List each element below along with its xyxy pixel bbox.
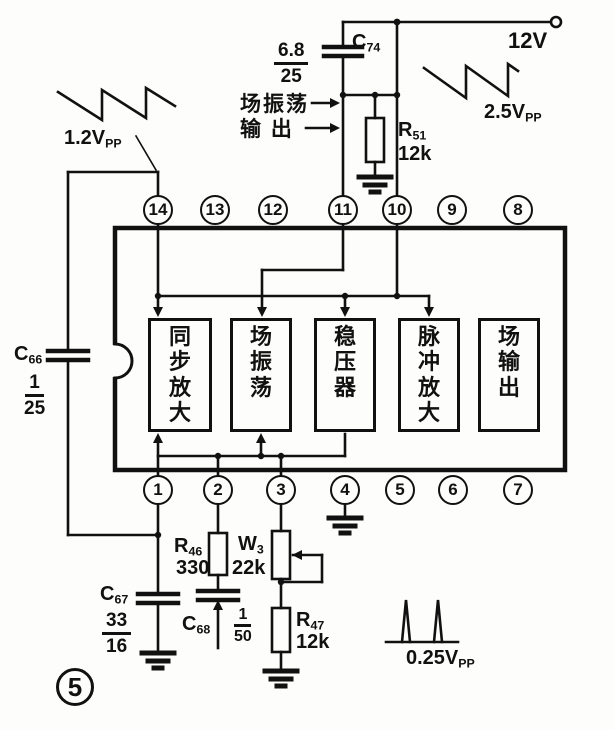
block-sync-amplifier-label: 同步放大 (168, 324, 191, 425)
pin-3-number: 3 (276, 480, 286, 499)
pin-14-number: 14 (148, 200, 168, 219)
potentiometer-w3 (270, 529, 292, 581)
ic-notch (113, 342, 134, 380)
pin-5: 5 (385, 475, 415, 505)
pin-5-number: 5 (395, 480, 405, 499)
ground-pin4 (326, 515, 364, 536)
pin-9-number: 9 (447, 200, 457, 219)
field-osc-output-label-line1: 场振荡 (240, 93, 309, 116)
ground-r51 (356, 174, 394, 195)
pin-7-number: 7 (513, 480, 523, 499)
pin-10-number: 10 (387, 200, 407, 219)
r47-value: 12k (296, 631, 330, 653)
pin-7: 7 (503, 475, 533, 505)
pin-3: 3 (266, 475, 296, 505)
pin-8-number: 8 (513, 200, 523, 219)
waveform-leader-line (134, 134, 158, 172)
capacitor-c66 (45, 348, 91, 363)
figure-number-text: 5 (67, 671, 83, 702)
pin-12-number: 12 (263, 200, 283, 219)
block-field-oscillator-label: 场振荡 (249, 324, 272, 400)
ground-r47 (262, 668, 300, 689)
waveform-bottom-label: 0.25VPP (406, 647, 475, 671)
block-pulse-amplifier: 脉冲放大 (398, 318, 460, 432)
pin-6: 6 (438, 475, 468, 505)
junction-dots (154, 18, 401, 586)
pin-11-number: 11 (334, 200, 352, 219)
pin-8: 8 (503, 195, 533, 225)
resistor-r46 (207, 531, 229, 577)
field-osc-output-label-line2: 输 出 (240, 118, 294, 141)
w3-value: 22k (232, 557, 266, 579)
supply-voltage-label: 12V (508, 28, 548, 53)
r47-label: R47 (296, 609, 325, 633)
block-field-output: 场输出 (478, 318, 540, 432)
r46-label: R46 (174, 535, 203, 559)
signal-arrows (153, 98, 434, 610)
supply-terminal (549, 15, 563, 29)
capacitor-c68 (195, 588, 241, 603)
pin-4-number: 4 (340, 480, 350, 499)
block-voltage-regulator: 稳压器 (314, 318, 376, 432)
pulse-waveform (384, 599, 460, 644)
w3-label: W3 (238, 533, 264, 557)
block-voltage-regulator-label: 稳压器 (333, 324, 356, 400)
block-pulse-amplifier-label: 脉冲放大 (417, 324, 440, 425)
sawtooth-waveform-right (422, 61, 520, 101)
ground-c67 (139, 650, 177, 671)
waveform-right-label: 2.5VPP (484, 101, 542, 125)
pin-12: 12 (258, 195, 288, 225)
r51-label: R51 (398, 119, 427, 143)
figure-number: 5 (56, 668, 94, 706)
pin-11: 11 (328, 195, 358, 225)
r46-value: 330 (176, 557, 210, 579)
resistor-r47 (270, 606, 292, 654)
pin-9: 9 (437, 195, 467, 225)
waveform-left-label: 1.2VPP (64, 127, 122, 151)
resistor-r51 (364, 116, 386, 164)
pin-1-number: 1 (153, 480, 163, 499)
pin-14: 14 (143, 195, 173, 225)
pin-1: 1 (143, 475, 173, 505)
c68-label: C68 (182, 613, 211, 637)
pin-13: 13 (200, 195, 230, 225)
c66-label: C66 (14, 343, 43, 367)
pin-2: 2 (203, 475, 233, 505)
pin-10: 10 (382, 195, 412, 225)
pin-6-number: 6 (448, 480, 458, 499)
c74-label: C74 (352, 31, 381, 55)
pin-13-number: 13 (205, 200, 225, 219)
block-field-oscillator: 场振荡 (230, 318, 292, 432)
pin-4: 4 (330, 475, 360, 505)
r51-value: 12k (398, 143, 432, 165)
sawtooth-waveform-left (56, 85, 177, 123)
capacitor-c67 (135, 591, 181, 606)
pin-2-number: 2 (213, 480, 223, 499)
block-sync-amplifier: 同步放大 (148, 318, 212, 432)
c67-label: C67 (100, 583, 129, 607)
block-field-output-label: 场输出 (497, 324, 520, 400)
